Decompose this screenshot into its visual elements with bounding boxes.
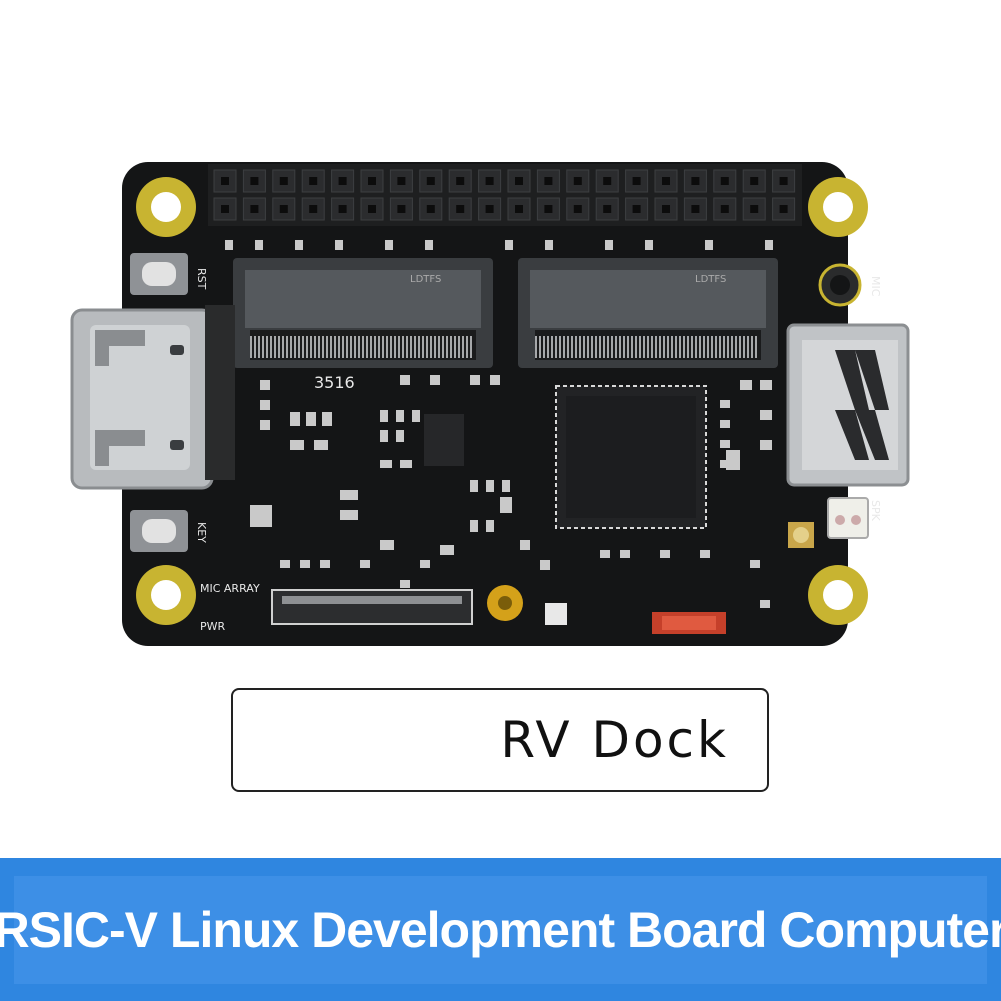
usb-port xyxy=(786,323,910,487)
silk-key: KEY xyxy=(195,522,208,543)
banner-inner: RSIC-V Linux Development Board Computer xyxy=(0,876,1001,984)
silk-mic-array: MIC ARRAY xyxy=(200,582,260,595)
product-label-box: RV Dock xyxy=(231,688,769,792)
product-label: RV Dock xyxy=(500,711,729,769)
smd-components xyxy=(225,240,773,608)
reset-button xyxy=(130,253,188,295)
silk-pwr: PWR xyxy=(200,620,226,633)
silk-chip-code: 3516 xyxy=(314,373,355,392)
board-illustration: RST MIC 3516 KEY MIC ARRAY PWR SPK LDTFS… xyxy=(70,162,910,646)
silk-mic: MIC xyxy=(869,276,882,297)
secondary-chip xyxy=(424,414,464,466)
silk-spk: SPK xyxy=(869,500,882,522)
fpc-connector xyxy=(271,589,473,625)
speaker-connector xyxy=(827,497,869,539)
key-button xyxy=(130,510,188,552)
main-chip xyxy=(555,385,707,529)
mounting-holes xyxy=(136,177,868,625)
gold-pad xyxy=(487,585,523,621)
banner-text: RSIC-V Linux Development Board Computer xyxy=(0,902,1001,958)
gpio-header xyxy=(208,164,802,226)
antenna-connector xyxy=(788,522,814,548)
hdmi-port xyxy=(70,305,235,490)
banner: RSIC-V Linux Development Board Computer xyxy=(0,858,1001,1001)
microphone xyxy=(818,263,862,307)
silk-rst: RST xyxy=(195,268,208,290)
silk-slot-left: LDTFS xyxy=(410,274,441,285)
led xyxy=(545,603,567,625)
silk-slot-right: LDTFS xyxy=(695,274,726,285)
